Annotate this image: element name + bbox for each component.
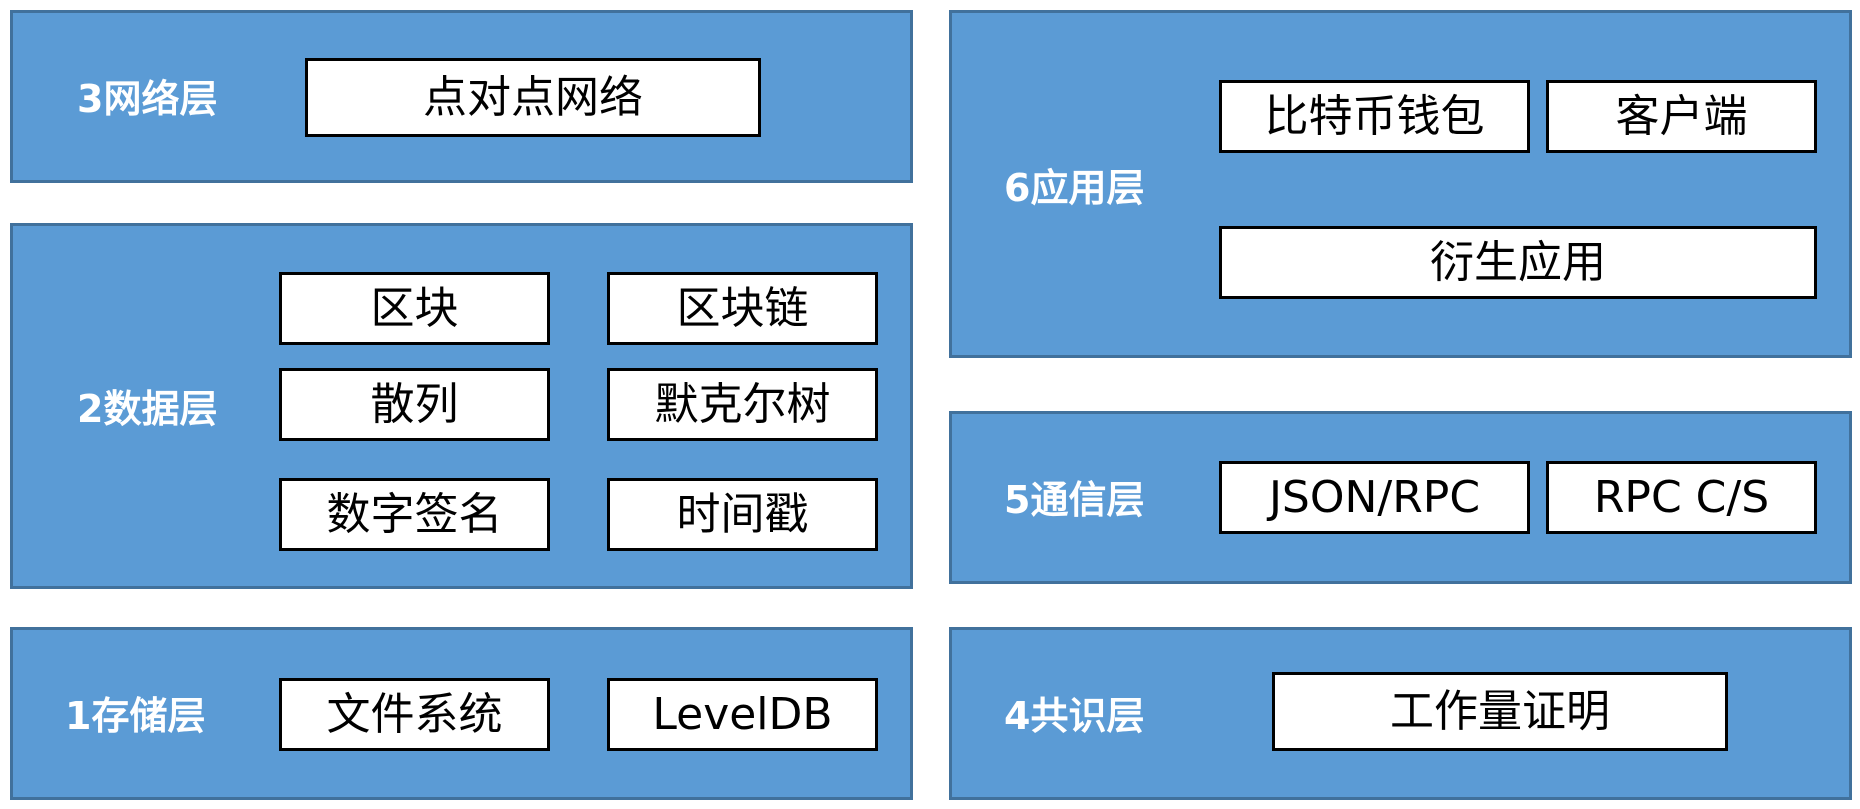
network-layer-label: 3网络层 (77, 77, 218, 121)
block-box: 区块 (279, 272, 550, 345)
proof-of-work-box: 工作量证明 (1272, 672, 1728, 751)
leveldb-box: LevelDB (607, 678, 878, 751)
data-layer-label: 2数据层 (77, 387, 218, 431)
derived-applications-box: 衍生应用 (1219, 226, 1817, 299)
application-layer-label: 6应用层 (1004, 166, 1145, 210)
storage-layer: 1存储层 文件系统 LevelDB (10, 627, 913, 800)
hash-box: 散列 (279, 368, 550, 441)
p2p-network-box: 点对点网络 (305, 58, 761, 137)
communication-layer-label: 5通信层 (1004, 478, 1145, 522)
bitcoin-wallet-box: 比特币钱包 (1219, 80, 1530, 153)
network-layer: 3网络层 点对点网络 (10, 10, 913, 183)
json-rpc-box: JSON/RPC (1219, 461, 1530, 534)
merkle-tree-box: 默克尔树 (607, 368, 878, 441)
application-layer: 6应用层 比特币钱包 客户端 衍生应用 (949, 10, 1852, 358)
timestamp-box: 时间戳 (607, 478, 878, 551)
file-system-box: 文件系统 (279, 678, 550, 751)
data-layer: 2数据层 区块 区块链 散列 默克尔树 数字签名 时间戳 (10, 223, 913, 589)
blockchain-box: 区块链 (607, 272, 878, 345)
consensus-layer: 4共识层 工作量证明 (949, 627, 1852, 800)
rpc-cs-box: RPC C/S (1546, 461, 1817, 534)
consensus-layer-label: 4共识层 (1004, 694, 1145, 738)
storage-layer-label: 1存储层 (65, 694, 206, 738)
communication-layer: 5通信层 JSON/RPC RPC C/S (949, 411, 1852, 584)
digital-signature-box: 数字签名 (279, 478, 550, 551)
client-box: 客户端 (1546, 80, 1817, 153)
